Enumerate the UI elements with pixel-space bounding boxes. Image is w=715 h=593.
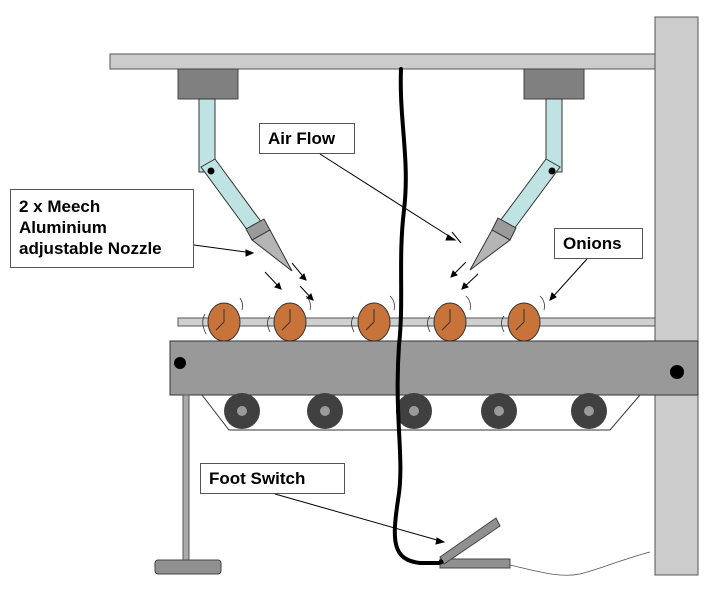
foot-switch-base xyxy=(439,558,511,569)
right-joint-pivot xyxy=(548,167,556,175)
left-nozzle-tip xyxy=(251,229,293,272)
nozzle-label-line-3: adjustable Nozzle xyxy=(19,239,162,258)
air-hose xyxy=(392,67,442,565)
onion xyxy=(501,295,545,342)
left-nozzle-mount xyxy=(177,68,239,100)
onion xyxy=(267,295,311,342)
right-nozzle-mount xyxy=(523,68,585,100)
foot-switch-pedal xyxy=(439,517,501,565)
conveyor-frame xyxy=(169,340,699,396)
air-flow-label: Air Flow xyxy=(259,123,355,154)
air-flow-arrows xyxy=(264,231,479,301)
onion xyxy=(427,295,471,342)
onions-group xyxy=(202,295,545,342)
roller xyxy=(396,393,432,429)
left-joint-pivot xyxy=(207,167,215,175)
foot-switch-label-text: Foot Switch xyxy=(209,469,306,488)
rollers-group xyxy=(224,393,607,429)
roller xyxy=(481,393,517,429)
onion xyxy=(202,297,244,342)
nozzle-label-line-2: Aluminium xyxy=(19,218,107,237)
onion xyxy=(351,295,395,342)
air-flow-label-text: Air Flow xyxy=(268,129,336,148)
onions-label-text: Onions xyxy=(563,234,622,253)
onion-rail xyxy=(177,317,656,327)
roller xyxy=(571,393,607,429)
support-leg xyxy=(182,394,190,561)
support-foot xyxy=(154,559,222,575)
right-nozzle-tip xyxy=(469,229,511,271)
foot-switch-hinge xyxy=(438,559,444,565)
right-nozzle-assembly xyxy=(469,98,563,271)
conveyor-belt xyxy=(201,394,641,431)
right-post xyxy=(654,16,699,576)
foot-switch-cable xyxy=(509,551,651,576)
foot-switch-label: Foot Switch xyxy=(200,463,345,494)
nozzle-label-line-1: 2 x Meech xyxy=(19,197,101,216)
onions-label: Onions xyxy=(554,228,643,259)
left-nozzle-assembly xyxy=(198,98,293,272)
nozzle-label: 2 x Meech Aluminium adjustable Nozzle xyxy=(10,189,194,268)
roller xyxy=(307,393,343,429)
conveyor-bolt-right xyxy=(670,365,684,379)
leader-lines xyxy=(193,153,588,545)
top-beam xyxy=(109,53,656,70)
conveyor-bolt-left xyxy=(174,357,186,369)
roller xyxy=(224,393,260,429)
